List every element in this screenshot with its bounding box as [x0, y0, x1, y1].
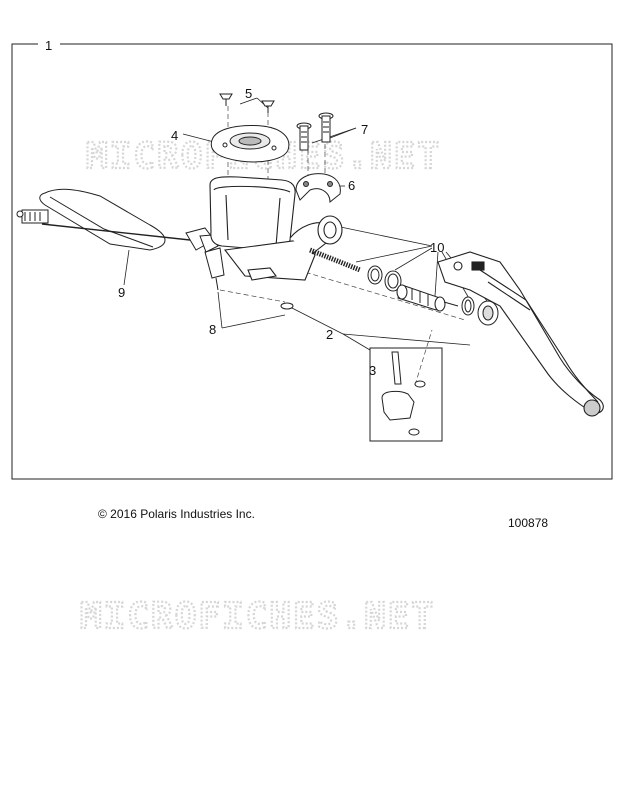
reservoir-cover: [210, 125, 290, 163]
callout-7: 7: [361, 122, 368, 137]
brake-line: [16, 188, 191, 251]
handlebar-clamp: [295, 173, 341, 204]
clamp-bolts: [296, 112, 334, 151]
banjo-bolt: [204, 247, 294, 310]
diagram-frame: [11, 43, 613, 480]
callout-2: 2: [326, 327, 333, 342]
callout-5: 5: [245, 86, 252, 101]
callout-10: 10: [430, 240, 444, 255]
master-cylinder-body: [209, 176, 343, 281]
piston-kit: [309, 247, 499, 326]
callout-6: 6: [348, 178, 355, 193]
pivot-kit-box: [369, 347, 443, 442]
copyright-notice: © 2016 Polaris Industries Inc.: [98, 507, 255, 521]
callout-9: 9: [118, 285, 125, 300]
watermark-bottom: MICROFICHES.NET: [80, 596, 435, 637]
reference-number: 100878: [508, 516, 549, 530]
cover-screws: [219, 93, 275, 113]
leader-lines: [123, 97, 489, 351]
callout-3: 3: [369, 363, 376, 378]
callout-4: 4: [171, 128, 178, 143]
brake-lever: [437, 251, 604, 417]
callout-8: 8: [209, 322, 216, 337]
frame-label: 1: [45, 38, 52, 53]
